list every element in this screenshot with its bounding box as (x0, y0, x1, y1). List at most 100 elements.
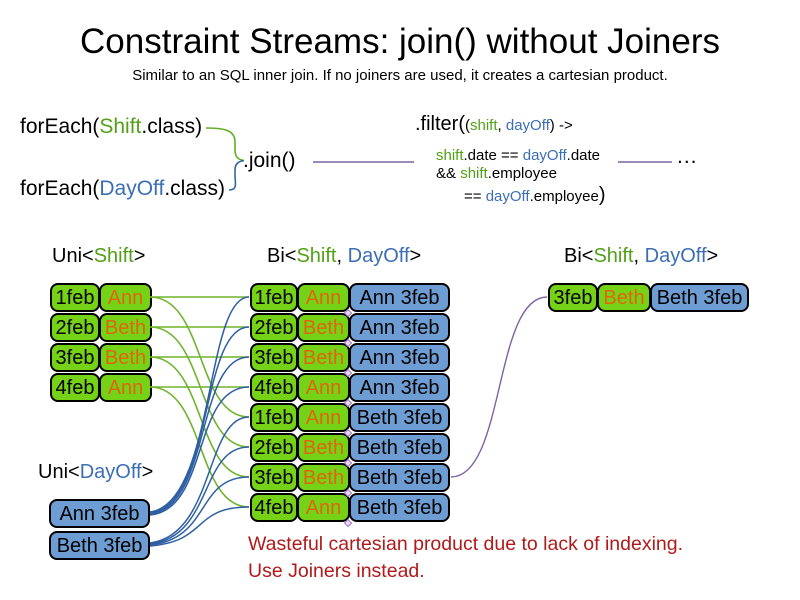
code-text: .date == (463, 147, 523, 164)
shift-employee-cell: Beth (597, 283, 651, 312)
header-bi-mid: Bi<Shift, DayOff> (267, 245, 421, 268)
shift-employee-cell: Beth (297, 343, 350, 372)
brace-dayoff-arm (228, 159, 245, 191)
shift-param-token: shift (460, 165, 488, 182)
dayoff-param-token: dayOff (522, 147, 567, 164)
shift-date-cell: 4feb (250, 493, 298, 522)
shift-employee-cell: Ann (99, 283, 152, 312)
shift-employee-cell: Ann (297, 403, 350, 432)
brace-shift-arm (205, 127, 245, 162)
dayoff-cell: Beth 3feb (349, 433, 450, 462)
dayoff-cell: Beth 3feb (49, 531, 150, 560)
dayoff-type-token: DayOff (644, 245, 707, 267)
code-join: .join() (243, 149, 296, 172)
shift-employee-cell: Ann (99, 373, 152, 402)
shift-date-cell: 2feb (50, 313, 100, 342)
header-text: > (409, 245, 422, 267)
code-filter-line3: && shift.employee (436, 165, 557, 182)
shift-date-cell: 3feb (250, 463, 298, 492)
dayoff-class-token: DayOff (99, 177, 165, 200)
header-bi-right: Bi<Shift, DayOff> (564, 245, 718, 268)
shift-class-token: Shift (99, 115, 142, 138)
shift-date-cell: 3feb (50, 343, 100, 372)
shift-connectors (149, 296, 250, 508)
dayoff-cell: Ann 3feb (49, 499, 150, 528)
header-text: , (336, 245, 348, 267)
page-subtitle: Similar to an SQL inner join. If no join… (132, 67, 668, 84)
shift-param-token: shift (470, 117, 498, 134)
code-filter-line2: shift.date == dayOff.date (436, 147, 600, 164)
warning-note: Wasteful cartesian product due to lack o… (248, 531, 768, 585)
header-text: > (706, 245, 719, 267)
shift-date-cell: 3feb (548, 283, 598, 312)
shift-employee-cell: Beth (297, 313, 350, 342)
code-text: .class) (164, 177, 226, 200)
code-foreach-dayoff: forEach(DayOff.class) (20, 177, 225, 201)
code-text: forEach( (20, 115, 100, 138)
dayoff-cell: Ann 3feb (349, 283, 450, 312)
dayoff-param-token: dayOff (485, 188, 530, 205)
code-foreach-shift: forEach(Shift.class) (20, 115, 202, 139)
dayoff-cell: Beth 3feb (349, 463, 450, 492)
header-text: Bi< (564, 245, 594, 267)
code-text: ( (465, 117, 470, 134)
shift-date-cell: 3feb (250, 343, 298, 372)
code-text: forEach( (20, 177, 100, 200)
shift-date-cell: 4feb (50, 373, 100, 402)
shift-employee-cell: Beth (297, 433, 350, 462)
code-text: .class) (141, 115, 203, 138)
shift-employee-cell: Ann (297, 283, 350, 312)
shift-employee-cell: Beth (297, 463, 350, 492)
shift-date-cell: 2feb (250, 433, 298, 462)
dayoff-connectors (149, 296, 250, 547)
joined-result-line (450, 296, 548, 478)
shift-employee-cell: Beth (99, 343, 152, 372)
header-uni-dayoff: Uni<DayOff> (38, 461, 153, 484)
header-text: > (133, 245, 146, 267)
shift-date-cell: 1feb (250, 403, 298, 432)
header-text: , (633, 245, 645, 267)
table-row: Beth 3feb (49, 531, 150, 560)
code-text: .employee (487, 165, 557, 182)
shift-type-token: Shift (593, 245, 634, 267)
dayoff-cell: Beth 3feb (349, 493, 450, 522)
code-ellipsis: ... (677, 145, 698, 168)
shift-employee-cell: Beth (99, 313, 152, 342)
dayoff-type-token: DayOff (347, 245, 410, 267)
header-text: > (141, 461, 154, 483)
shift-date-cell: 2feb (250, 313, 298, 342)
shift-date-cell: 1feb (50, 283, 100, 312)
warning-line-2: Use Joiners instead. (248, 560, 425, 582)
table-row: Ann 3feb (49, 499, 150, 528)
dayoff-cell: Beth 3feb (349, 403, 450, 432)
shift-param-token: shift (436, 147, 464, 164)
code-text: .employee (529, 188, 599, 205)
shift-date-cell: 4feb (250, 373, 298, 402)
shift-employee-cell: Ann (297, 373, 350, 402)
code-filter-line1: .filter((shift, dayOff) -> (415, 113, 573, 136)
code-text: .filter( (415, 113, 465, 135)
dayoff-cell: Ann 3feb (349, 343, 450, 372)
page-title: Constraint Streams: join() without Joine… (80, 22, 720, 61)
dayoff-type-token: DayOff (79, 461, 142, 483)
warning-line-1: Wasteful cartesian product due to lack o… (248, 533, 684, 555)
code-text: ) -> (549, 117, 573, 134)
header-text: Uni< (52, 245, 94, 267)
dayoff-cell: Ann 3feb (349, 373, 450, 402)
dayoff-cell: Beth 3feb (650, 283, 749, 312)
